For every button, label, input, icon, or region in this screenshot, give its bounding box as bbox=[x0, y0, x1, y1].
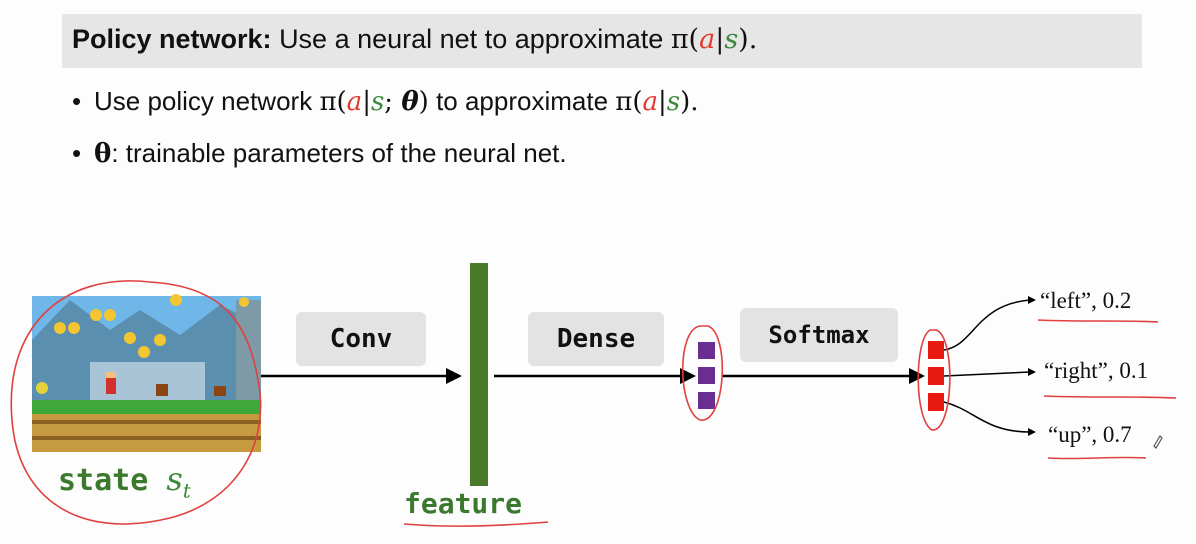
dense-output-units bbox=[698, 342, 715, 409]
feature-label: feature bbox=[404, 487, 523, 520]
slide-title: Policy network: Use a neural net to appr… bbox=[72, 24, 757, 55]
arrow-heads bbox=[446, 368, 925, 384]
state-label: state st bbox=[58, 460, 191, 502]
bullet-1-mid: to approximate bbox=[436, 86, 609, 116]
arrowhead-3 bbox=[909, 368, 925, 384]
output-left: “left”, 0.2 bbox=[1040, 288, 1132, 313]
state-symbol: st bbox=[166, 460, 191, 503]
bullet-1-pre: Use policy network bbox=[94, 86, 313, 116]
title-text: Use a neural net to approximate bbox=[279, 24, 664, 54]
state-circle-annotation bbox=[10, 280, 262, 525]
state-word: state bbox=[58, 463, 149, 498]
output-arrows bbox=[943, 299, 1031, 433]
output-up: “up”, 0.7 bbox=[1048, 422, 1132, 447]
right-underline bbox=[1043, 395, 1177, 399]
title-bold: Policy network: bbox=[72, 24, 272, 54]
softmax-circle-annotation bbox=[917, 329, 951, 431]
softmax-unit-right bbox=[928, 367, 944, 385]
title-formula: π(a|s). bbox=[670, 24, 758, 55]
arrowhead-2 bbox=[680, 368, 696, 384]
arrow-to-right bbox=[943, 371, 1031, 377]
output-arrowheads bbox=[1028, 296, 1036, 436]
dense-unit-2 bbox=[698, 367, 715, 384]
left-underline bbox=[1037, 319, 1159, 323]
dense-unit-3 bbox=[698, 392, 715, 409]
up-underline bbox=[1047, 456, 1147, 460]
pen-cursor-icon bbox=[1153, 435, 1163, 449]
conv-label: Conv bbox=[296, 312, 426, 366]
arrow-to-up bbox=[943, 401, 1031, 433]
bullet-2-text: : trainable parameters of the neural net… bbox=[111, 138, 567, 168]
feature-vector-bar bbox=[470, 263, 488, 486]
theta-symbol: θ bbox=[94, 139, 112, 169]
softmax-output-units bbox=[928, 341, 944, 411]
policy-formula: π(a|s; θ) bbox=[319, 87, 429, 117]
arrow-to-left bbox=[943, 299, 1031, 351]
bullet-1: •Use policy network π(a|s; θ) to approxi… bbox=[72, 86, 699, 117]
title-bar bbox=[62, 14, 1142, 68]
game-screenshot-image bbox=[32, 294, 261, 452]
dense-label: Dense bbox=[528, 312, 664, 366]
dense-circle-annotation bbox=[681, 325, 724, 421]
feature-underline bbox=[403, 521, 549, 527]
arrowhead-1 bbox=[446, 368, 462, 384]
softmax-label: Softmax bbox=[740, 308, 898, 362]
output-right: “right”, 0.1 bbox=[1044, 358, 1149, 383]
softmax-unit-up bbox=[928, 393, 944, 411]
bullet-2: •θ: trainable parameters of the neural n… bbox=[72, 138, 567, 169]
softmax-unit-left bbox=[928, 341, 944, 359]
target-formula: π(a|s). bbox=[615, 87, 699, 117]
dense-unit-1 bbox=[698, 342, 715, 359]
